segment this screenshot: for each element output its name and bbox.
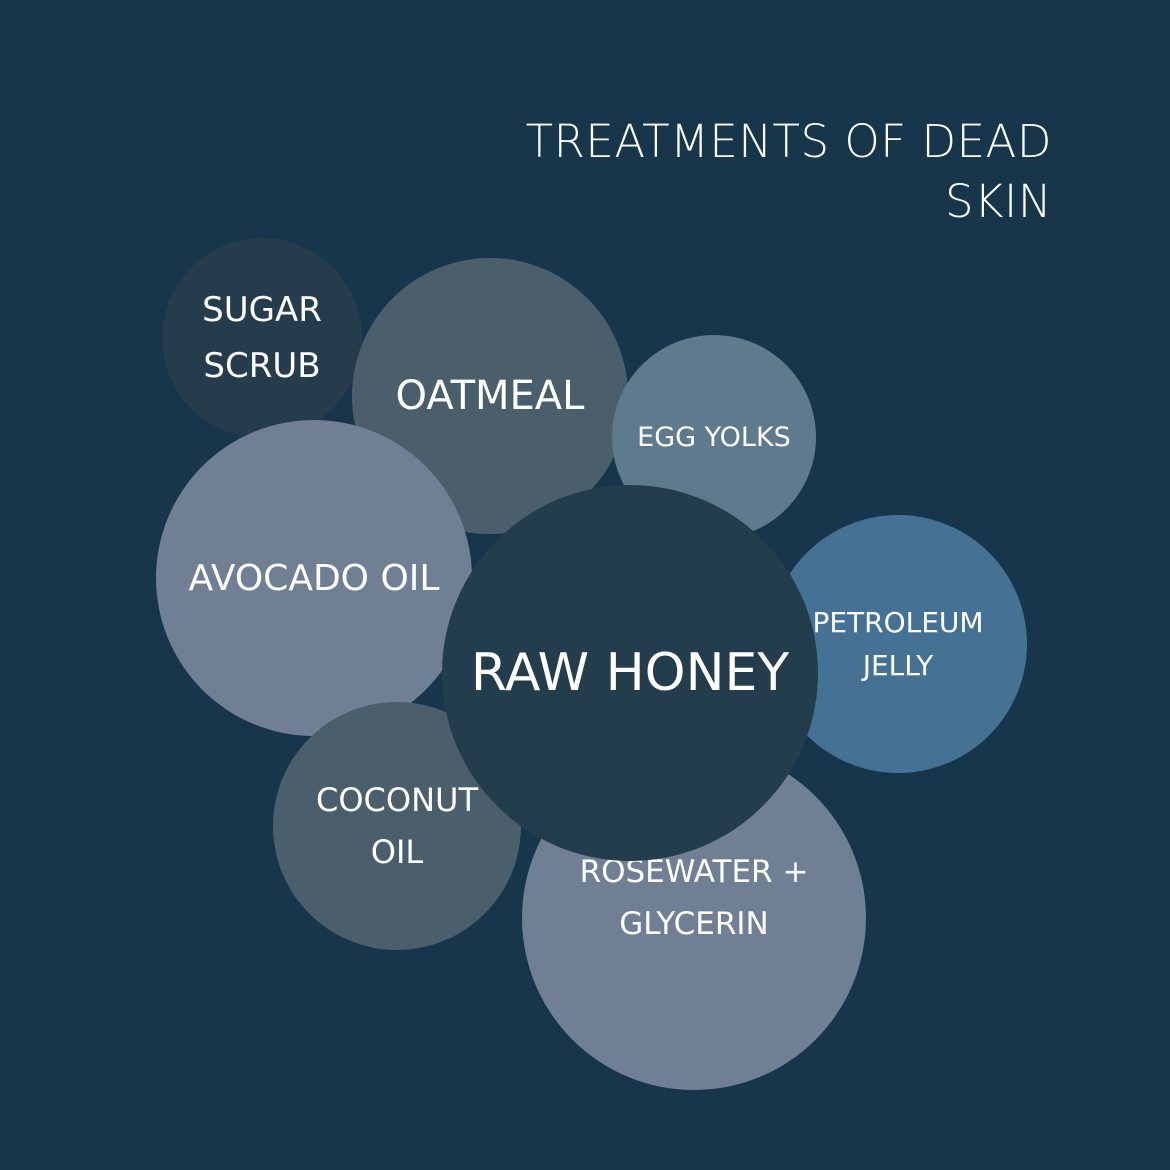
bubble-label: OIL: [370, 833, 424, 871]
bubble-label: SCRUB: [203, 346, 321, 386]
bubble-label: PETROLEUM: [812, 606, 984, 639]
bubble-label: EGG YOLKS: [637, 421, 791, 453]
bubble-label: GLYCERIN: [619, 906, 769, 942]
bubble-raw-honey: RAW HONEY: [442, 485, 818, 861]
bubble-label: SUGAR: [202, 290, 322, 330]
bubble-avocado-oil: AVOCADO OIL: [156, 420, 472, 736]
bubble-label: OATMEAL: [395, 373, 585, 419]
diagram-title: TREATMENTS OF DEAD SKIN: [525, 115, 1052, 228]
bubble-label: RAW HONEY: [470, 643, 790, 703]
bubble-label: COCONUT: [316, 781, 478, 819]
bubble-sugar-scrub: SUGAR SCRUB: [162, 238, 362, 438]
bubble-label: AVOCADO OIL: [188, 557, 440, 599]
bubble-label: JELLY: [862, 649, 934, 682]
bubble-coconut-oil: COCONUT OIL: [273, 702, 521, 950]
